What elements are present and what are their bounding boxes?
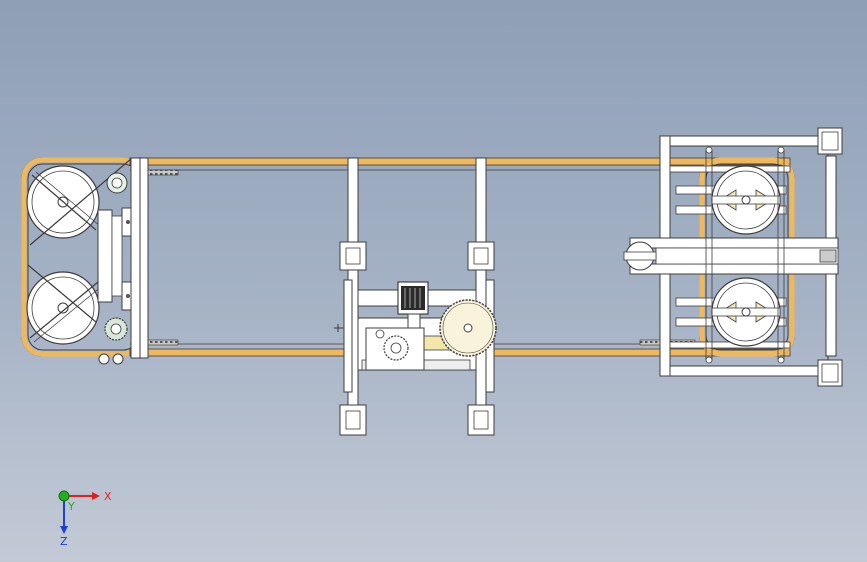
x-axis-arrowhead	[92, 492, 100, 500]
saw-blade	[439, 299, 497, 357]
right-vertical-rails	[705, 146, 785, 364]
lower-drive-wheel	[26, 264, 103, 345]
z-axis-arrowhead	[60, 526, 68, 534]
upper-idler-sprocket	[106, 172, 128, 194]
drive-motor	[397, 281, 429, 333]
coordinate-triad: X Y Z	[58, 490, 112, 546]
x-axis-label: X	[104, 490, 112, 503]
left-guide-mark	[334, 324, 344, 332]
left-frame	[97, 157, 149, 359]
upper-tension-wheel	[711, 165, 781, 235]
y-axis-dot	[58, 490, 70, 502]
gearbox	[365, 327, 425, 371]
left-bottom-bearings	[98, 353, 124, 365]
lower-tension-wheel	[711, 277, 781, 347]
tensioner-rail	[623, 237, 839, 275]
lower-drive-sprocket	[104, 317, 128, 341]
z-axis-label: Z	[60, 535, 68, 546]
upper-drive-wheel	[26, 157, 133, 246]
mounting-foot-plates	[339, 241, 495, 436]
y-axis-label: Y	[67, 500, 75, 513]
